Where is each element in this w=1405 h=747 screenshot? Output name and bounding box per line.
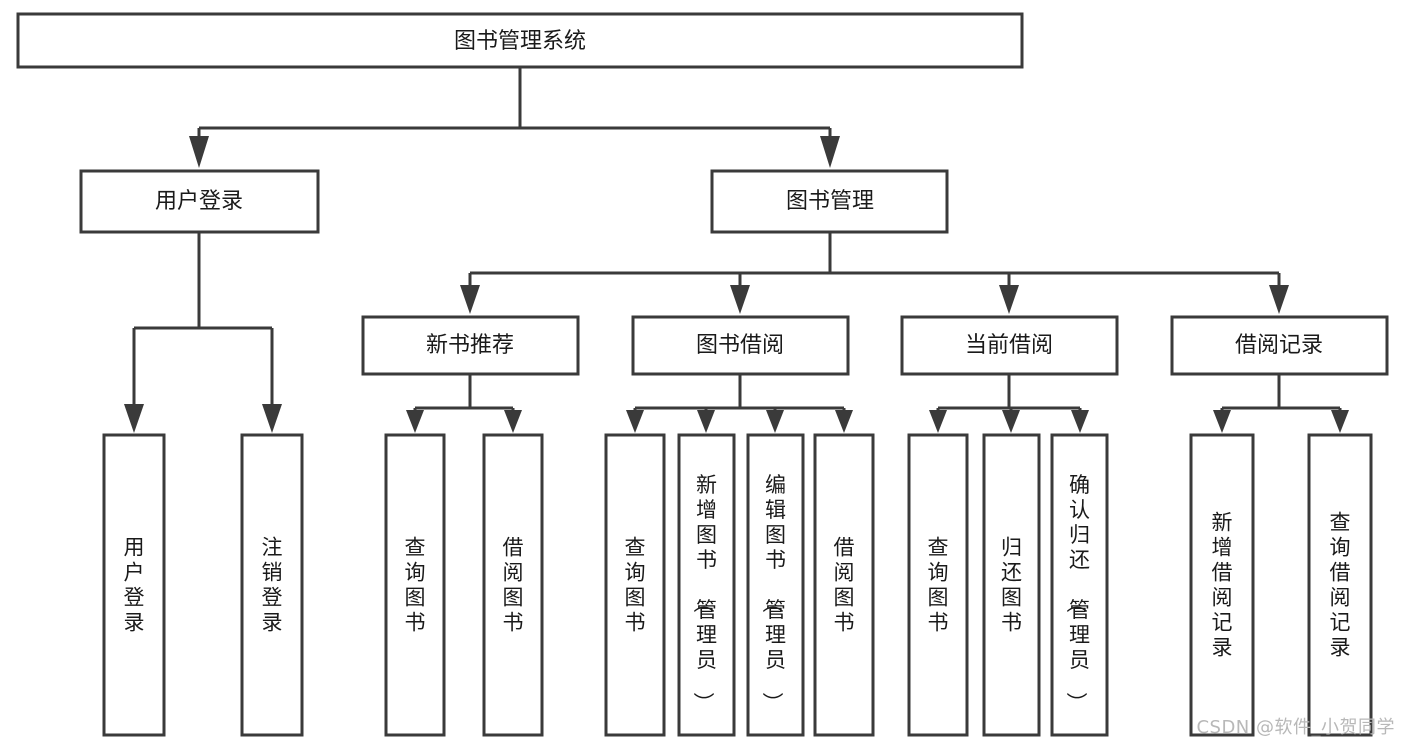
- node-root-system[interactable]: 图书管理系统: [16, 12, 1024, 69]
- book-borrow-box[interactable]: [631, 315, 850, 376]
- root-box[interactable]: [16, 12, 1024, 69]
- arrow-head-leaf-return-book: [1002, 410, 1020, 433]
- new-book-recommend-label: 新书推荐: [426, 333, 514, 358]
- leaf-label: 编辑图书（管理员）: [760, 473, 786, 713]
- leaf-node[interactable]: 借阅图书: [813, 433, 875, 737]
- arrow-head-user-login: [189, 136, 209, 168]
- arrow-head-leaf-query-book-1: [406, 410, 424, 433]
- leaf-box[interactable]: [240, 433, 304, 737]
- arrow-head-leaf-query-record: [1331, 410, 1349, 433]
- leaf-node[interactable]: 归还图书: [982, 433, 1041, 737]
- leaf-label: 查询图书: [928, 536, 949, 635]
- arrow-head-book-mgmt: [820, 136, 840, 168]
- arrow-head-leaf-query-book-3: [929, 410, 947, 433]
- leaf-label: 借阅图书: [834, 536, 855, 635]
- connector-layer: [124, 67, 1349, 433]
- leaf-box[interactable]: [1189, 433, 1255, 737]
- leaf-label: 查询借阅记录: [1330, 511, 1351, 660]
- book-management-box[interactable]: [710, 169, 949, 234]
- leaf-label: 查询图书: [405, 536, 426, 635]
- leaf-box[interactable]: [604, 433, 666, 737]
- arrow-head-leaf-borrow-book-1: [504, 410, 522, 433]
- leaf-node[interactable]: 查询图书: [604, 433, 666, 737]
- node-borrow-record[interactable]: 借阅记录: [1170, 315, 1389, 376]
- leaf-node[interactable]: 新增图书（管理员）: [677, 433, 736, 737]
- leaf-node[interactable]: 注销登录: [240, 433, 304, 737]
- arrow-head-leaf-edit-book: [766, 410, 784, 433]
- leaf-node[interactable]: 查询图书: [384, 433, 446, 737]
- leaf-box[interactable]: [1307, 433, 1373, 737]
- leaf-label: 新增借阅记录: [1212, 511, 1233, 660]
- arrow-head-borrow-record: [1269, 285, 1289, 314]
- user-login-label: 用户登录: [155, 189, 243, 214]
- leaf-label: 用户登录: [124, 536, 145, 635]
- arrow-head-leaf-logout: [262, 404, 282, 433]
- leaf-box[interactable]: [982, 433, 1041, 737]
- user-login-box[interactable]: [79, 169, 320, 234]
- arrow-head-leaf-query-book-2: [626, 410, 644, 433]
- leaf-node[interactable]: 编辑图书（管理员）: [746, 433, 805, 737]
- leaf-box[interactable]: [907, 433, 969, 737]
- book-management-label: 图书管理: [786, 189, 874, 214]
- leaf-label: 借阅图书: [503, 536, 524, 635]
- leaf-node[interactable]: 查询借阅记录: [1307, 433, 1373, 737]
- arrow-head-leaf-user-login: [124, 404, 144, 433]
- leaf-box[interactable]: [677, 433, 736, 737]
- arrow-head-current-borrow: [999, 285, 1019, 314]
- new-book-recommend-box[interactable]: [361, 315, 580, 376]
- leaf-node[interactable]: 查询图书: [907, 433, 969, 737]
- borrow-record-box[interactable]: [1170, 315, 1389, 376]
- leaf-label: 归还图书: [1001, 536, 1022, 635]
- arrow-head-new-book-rec: [460, 285, 480, 314]
- arrow-head-leaf-add-book: [697, 410, 715, 433]
- leaf-box[interactable]: [1050, 433, 1109, 737]
- borrow-record-label: 借阅记录: [1235, 333, 1323, 358]
- arrow-head-leaf-add-record: [1213, 410, 1231, 433]
- leaf-node[interactable]: 新增借阅记录: [1189, 433, 1255, 737]
- node-current-borrow[interactable]: 当前借阅: [900, 315, 1119, 376]
- leaf-label: 查询图书: [625, 536, 646, 635]
- leaf-box[interactable]: [102, 433, 166, 737]
- leaf-node[interactable]: 借阅图书: [482, 433, 544, 737]
- leaf-label: 确认归还（管理员）: [1064, 473, 1090, 713]
- arrow-head-leaf-confirm-return: [1071, 410, 1089, 433]
- leaf-box[interactable]: [482, 433, 544, 737]
- node-book-management[interactable]: 图书管理: [710, 169, 949, 234]
- current-borrow-box[interactable]: [900, 315, 1119, 376]
- leaf-node[interactable]: 用户登录: [102, 433, 166, 737]
- leaf-box[interactable]: [746, 433, 805, 737]
- node-new-book-recommend[interactable]: 新书推荐: [361, 315, 580, 376]
- arrow-head-book-borrow: [730, 285, 750, 314]
- leaf-node[interactable]: 确认归还（管理员）: [1050, 433, 1109, 737]
- leaf-node-layer: 用户登录 注销登录 查询图书 借阅图书 查询图书 新增图书（管理员） 编辑图书（管理员） 借阅…: [102, 433, 1373, 737]
- leaf-box[interactable]: [813, 433, 875, 737]
- leaf-box[interactable]: [384, 433, 446, 737]
- current-borrow-label: 当前借阅: [965, 333, 1053, 358]
- node-book-borrow[interactable]: 图书借阅: [631, 315, 850, 376]
- book-borrow-label: 图书借阅: [696, 333, 784, 358]
- arrow-head-leaf-borrow-book-2: [835, 410, 853, 433]
- leaf-label: 注销登录: [262, 536, 283, 635]
- node-user-login[interactable]: 用户登录: [79, 169, 320, 234]
- leaf-label: 新增图书（管理员）: [691, 473, 717, 713]
- root-label: 图书管理系统: [454, 29, 586, 54]
